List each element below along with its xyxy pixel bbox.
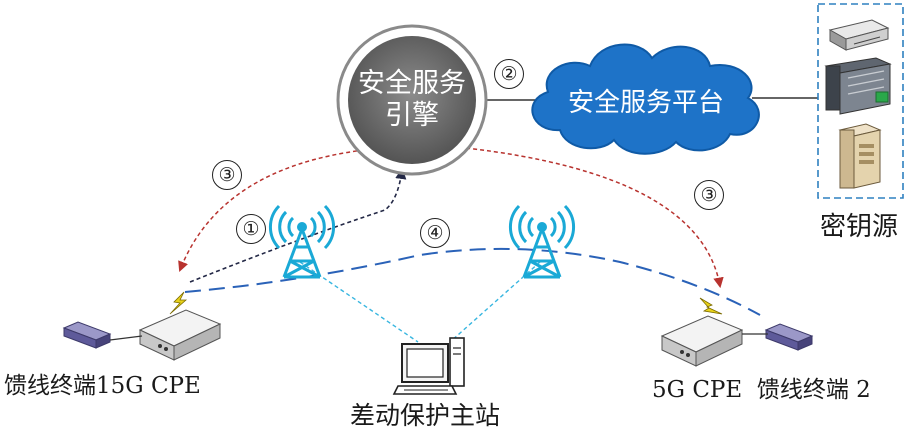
platform-label: 安全服务平台 xyxy=(568,88,725,118)
step-1-marker: ① xyxy=(236,214,266,244)
computer-icon xyxy=(392,337,465,395)
radio-link-dashed xyxy=(184,247,761,316)
step-3-marker-right: ③ xyxy=(694,180,724,210)
key-source-label: 密钥源 xyxy=(820,212,899,242)
terminal-right-label: 馈线终端 2 xyxy=(756,377,871,403)
terminal-left-label: 馈线终端1 xyxy=(4,373,111,399)
cpe-router-icon-right xyxy=(660,315,744,367)
engine-label-line1: 安全服务 xyxy=(358,68,466,99)
engine-label: 安全服务 引擎 xyxy=(342,68,482,132)
step3-arrow-right xyxy=(465,147,724,289)
key-source-box xyxy=(817,3,904,199)
signal-lightning-icon-right xyxy=(699,297,723,315)
engine-label-line2: 引擎 xyxy=(385,100,439,131)
step-2-marker: ② xyxy=(494,59,524,89)
server-icon xyxy=(828,19,890,51)
switch-icon-left xyxy=(62,321,112,349)
lan-link-right xyxy=(449,261,541,343)
cpe-right-label: 5G CPE xyxy=(652,377,743,403)
security-engine xyxy=(336,24,488,176)
rack-server-icon xyxy=(824,57,892,115)
cell-tower-icon-right xyxy=(508,204,576,279)
cpe-router-icon-left xyxy=(138,309,222,361)
cell-tower-icon-left xyxy=(268,204,336,279)
step1-arrow xyxy=(189,167,407,283)
left-terminal-labels: 馈线终端15G CPE xyxy=(4,366,201,400)
signal-lightning-icon-left xyxy=(169,291,188,315)
cloud-shape xyxy=(531,43,760,155)
step3-arrow-left xyxy=(178,149,365,272)
master-station-label: 差动保护主站 xyxy=(350,401,501,430)
switch-icon-right xyxy=(764,323,814,351)
step-3-marker-left: ③ xyxy=(212,160,242,190)
tower-server-icon xyxy=(838,123,882,189)
right-terminal-labels: 5G CPE 馈线终端 2 xyxy=(652,370,871,404)
step-4-marker: ④ xyxy=(420,218,450,248)
switch-cpe-link-left xyxy=(109,335,143,341)
cpe-left-label: 5G CPE xyxy=(110,373,201,399)
